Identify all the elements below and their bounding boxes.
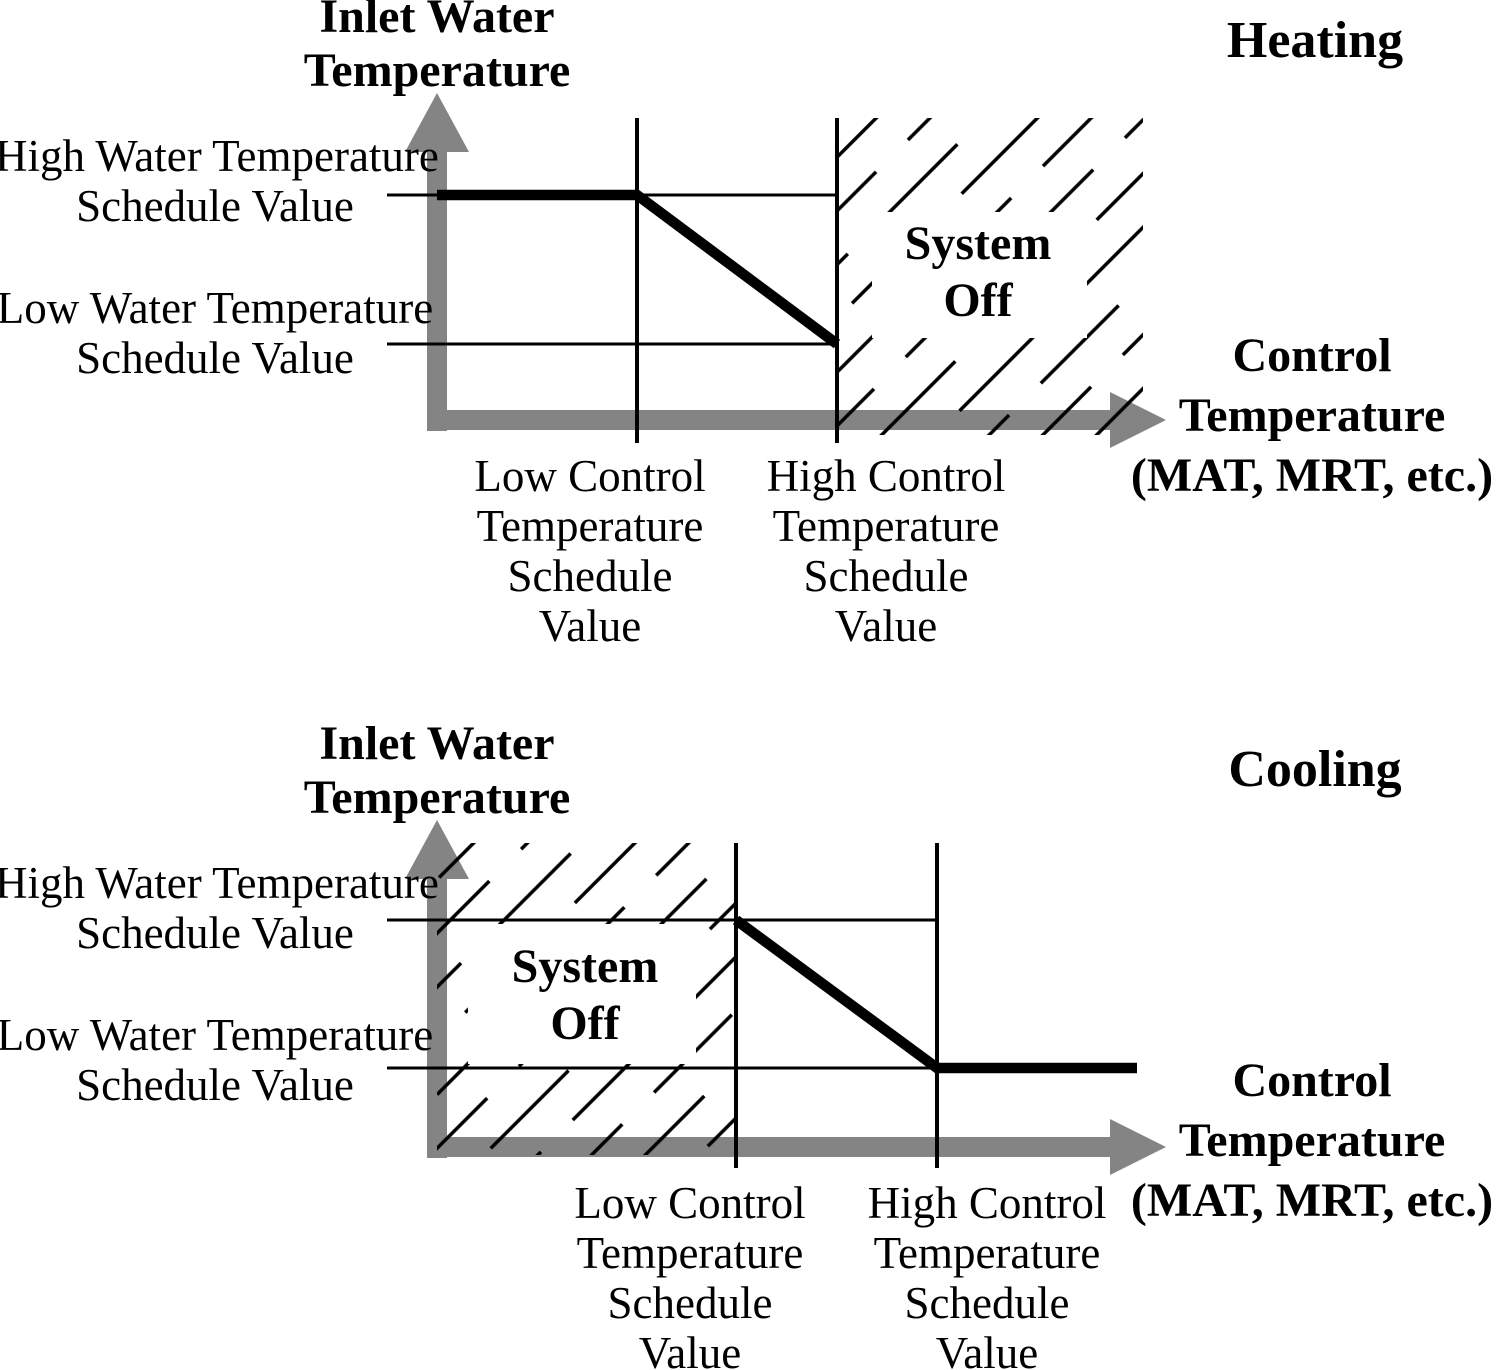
heating-low-control-label: Low Control Temperature Schedule Value — [440, 451, 740, 651]
cooling-low-control-line4: Value — [638, 1328, 742, 1370]
heating-low-control-line3: Schedule — [507, 551, 673, 601]
cooling-system-off-line2: Off — [550, 997, 620, 1050]
cooling-high-water-line — [387, 918, 937, 922]
heating-y-axis-title: Inlet Water Temperature — [137, 0, 737, 98]
cooling-y-axis-title-line1: Inlet Water — [319, 717, 555, 770]
heating-chart-graphics — [387, 93, 1166, 448]
cooling-high-control-line3: Schedule — [904, 1278, 1070, 1328]
cooling-high-water-label-line1: High Water Temperature — [0, 858, 439, 908]
cooling-y-axis-title: Inlet Water Temperature — [137, 717, 737, 825]
heating-system-off-line1: System — [904, 217, 1052, 270]
heating-x-axis-title-line2: Temperature — [1178, 389, 1446, 442]
cooling-low-water-label-line2: Schedule Value — [76, 1060, 354, 1110]
cooling-mode-title-text: Cooling — [1228, 741, 1402, 798]
heating-high-control-line4: Value — [834, 601, 938, 651]
cooling-x-axis-title-line2: Temperature — [1178, 1114, 1446, 1167]
heating-x-axis-title-line3: (MAT, MRT, etc.) — [1130, 449, 1494, 502]
cooling-high-water-label-line2: Schedule Value — [76, 908, 354, 958]
heating-low-control-line4: Value — [538, 601, 642, 651]
heating-high-control-line2: Temperature — [772, 501, 1000, 551]
heating-y-axis-title-line1: Inlet Water — [319, 0, 555, 43]
heating-system-off-line2: Off — [943, 274, 1013, 327]
cooling-low-control-label: Low Control Temperature Schedule Value — [540, 1178, 840, 1370]
heating-low-control-line — [635, 118, 639, 443]
cooling-low-water-label: Low Water Temperature Schedule Value — [0, 1010, 435, 1110]
cooling-low-control-line3: Schedule — [607, 1278, 773, 1328]
cooling-water-temp-profile — [732, 915, 1137, 1074]
cooling-y-axis-title-line2: Temperature — [303, 771, 571, 824]
cooling-system-off-label: System Off — [435, 938, 735, 1052]
cooling-low-control-line2: Temperature — [576, 1228, 804, 1278]
cooling-chart-graphics — [387, 820, 1166, 1175]
cooling-mode-title: Cooling — [1115, 742, 1506, 798]
heating-low-control-line2: Temperature — [476, 501, 704, 551]
cooling-low-control-line — [734, 843, 738, 1168]
heating-high-control-label: High Control Temperature Schedule Value — [736, 451, 1036, 651]
heating-high-water-label-line1: High Water Temperature — [0, 131, 439, 181]
cooling-high-control-line — [935, 843, 939, 1168]
cooling-high-control-line1: High Control — [867, 1178, 1107, 1228]
heating-high-control-line1: High Control — [766, 451, 1006, 501]
heating-system-off-label: System Off — [828, 215, 1128, 329]
cooling-x-axis-title: Control Temperature (MAT, MRT, etc.) — [1112, 1051, 1506, 1231]
cooling-system-off-text-backing — [468, 924, 696, 1064]
cooling-high-control-line4: Value — [935, 1328, 1039, 1370]
cooling-low-control-line1: Low Control — [574, 1178, 806, 1228]
heating-x-axis-title: Control Temperature (MAT, MRT, etc.) — [1112, 326, 1506, 506]
heating-low-water-label-line1: Low Water Temperature — [0, 283, 434, 333]
cooling-high-water-label: High Water Temperature Schedule Value — [0, 858, 439, 958]
heating-system-off-text-backing — [872, 212, 1087, 338]
cooling-low-water-line — [387, 1066, 937, 1070]
cooling-low-water-label-line1: Low Water Temperature — [0, 1010, 434, 1060]
heating-x-axis-title-line1: Control — [1232, 329, 1392, 382]
cooling-high-control-line2: Temperature — [873, 1228, 1101, 1278]
heating-mode-title-text: Heating — [1226, 12, 1404, 69]
cooling-x-axis-title-line1: Control — [1232, 1054, 1392, 1107]
heating-low-water-line — [387, 342, 837, 346]
heating-high-water-label-line2: Schedule Value — [76, 181, 354, 231]
heating-high-control-line3: Schedule — [803, 551, 969, 601]
heating-low-control-line1: Low Control — [474, 451, 706, 501]
heating-low-water-label: Low Water Temperature Schedule Value — [0, 283, 435, 383]
heating-low-water-label-line2: Schedule Value — [76, 333, 354, 383]
heating-water-temp-profile — [437, 189, 841, 349]
cooling-high-control-label: High Control Temperature Schedule Value — [837, 1178, 1137, 1370]
cooling-x-axis-title-line3: (MAT, MRT, etc.) — [1130, 1174, 1494, 1227]
cooling-system-off-line1: System — [511, 940, 659, 993]
heating-high-control-line — [835, 118, 839, 443]
heating-high-water-label: High Water Temperature Schedule Value — [0, 131, 439, 231]
heating-y-axis-title-line2: Temperature — [303, 44, 571, 97]
heating-y-axis-arrow — [405, 93, 469, 431]
heating-mode-title: Heating — [1115, 13, 1506, 69]
